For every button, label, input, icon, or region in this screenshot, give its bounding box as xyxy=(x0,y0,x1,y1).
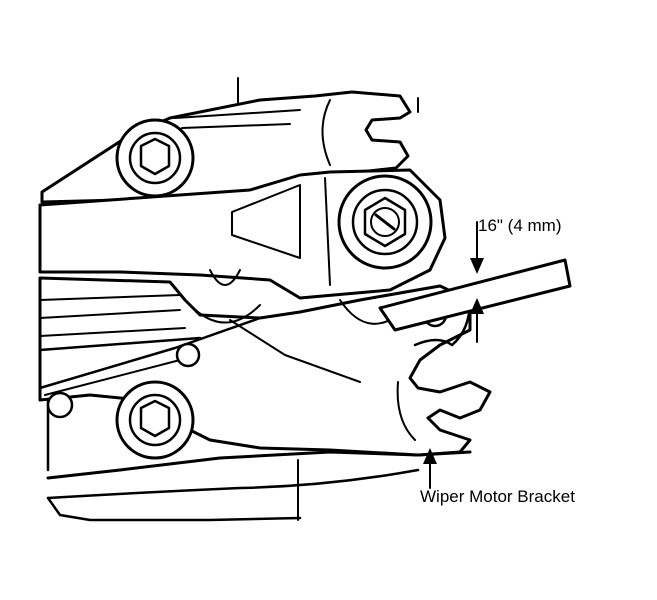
gauge-rod xyxy=(378,258,572,332)
arrow-leader-icon xyxy=(423,448,437,464)
dimension-marker xyxy=(470,221,484,343)
gap-dimension-label: 16" (4 mm) xyxy=(478,216,562,235)
lower-linkage xyxy=(38,269,492,460)
arrow-down-icon xyxy=(470,258,484,274)
wiper-motor-bracket-label: Wiper Motor Bracket xyxy=(420,487,575,506)
callout-leader xyxy=(423,448,437,489)
drive-link xyxy=(38,168,447,300)
arrow-up-icon xyxy=(470,298,484,314)
